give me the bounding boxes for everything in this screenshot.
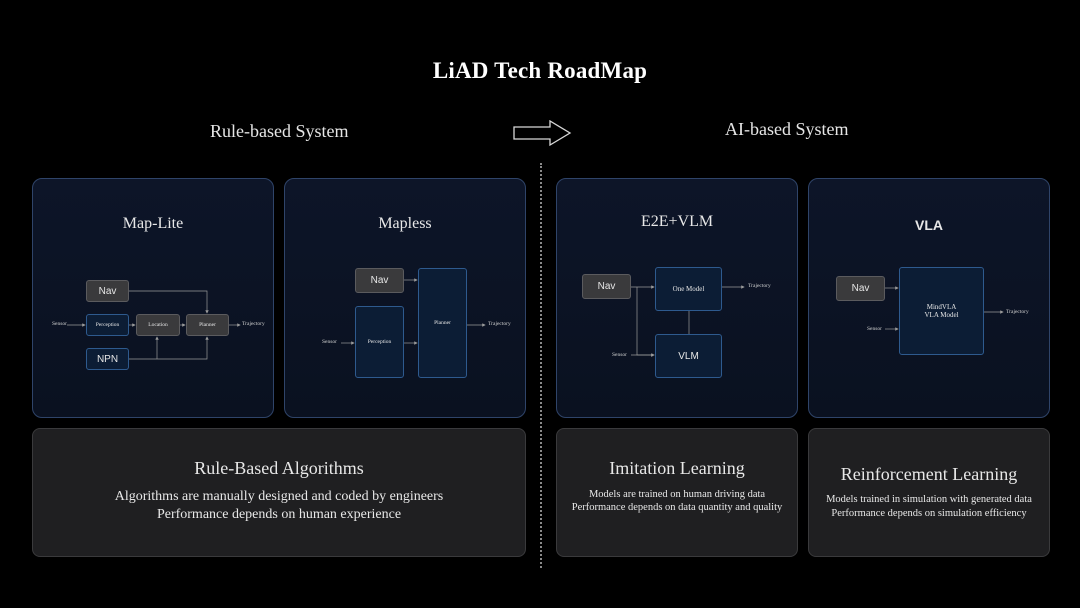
reinforcement-learning-heading: Reinforcement Learning [840,464,1018,484]
e2e-vlm-card: E2E+VLM Nav One Model Trajectory Sensor … [556,178,798,418]
mapless-trajectory-label: Trajectory [488,321,511,327]
right-arrow-outline-icon [513,120,572,147]
map-lite-location-box: Location [136,314,180,336]
map-lite-sensor-label: Sensor [52,321,67,327]
mapless-planner-box: Planner [418,268,467,378]
map-lite-card: Map-Lite Nav Sensor Perception Location … [32,178,274,418]
map-lite-nav-box: Nav [86,280,129,302]
e2e-sensor-label: Sensor [612,352,627,358]
reinforcement-learning-line1: Models trained in simulation with genera… [826,494,1032,505]
mindvla-model-box: MindVLA VLA Model [899,267,984,355]
imitation-learning-heading: Imitation Learning [609,458,745,478]
rule-based-heading: Rule-Based Algorithms [194,458,364,478]
map-lite-perception-box: Perception [86,314,129,336]
mapless-sensor-label: Sensor [322,339,337,345]
rule-based-system-label: Rule-based System [210,121,349,141]
vlm-box: VLM [655,334,722,378]
section-divider [540,163,542,568]
imitation-learning-line2: Performance depends on data quantity and… [571,502,783,513]
vla-card: VLA Nav Sensor MindVLA VLA Model Traject… [808,178,1050,418]
one-model-box: One Model [655,267,722,311]
reinforcement-learning-line2: Performance depends on simulation effici… [831,508,1027,519]
rule-based-description-panel: Rule-Based Algorithms Algorithms are man… [32,428,526,557]
mapless-title: Mapless [378,215,432,232]
mapless-nav-box: Nav [355,268,404,293]
ai-based-system-label: AI-based System [725,119,849,139]
mindvla-label: MindVLA [926,303,957,311]
map-lite-title: Map-Lite [122,215,184,232]
e2e-nav-box: Nav [582,274,631,299]
map-lite-trajectory-label: Trajectory [242,321,265,327]
reinforcement-learning-panel: Reinforcement Learning Models trained in… [808,428,1050,557]
mapless-card: Mapless Nav Sensor Perception Planner Tr… [284,178,526,418]
mapless-perception-box: Perception [355,306,404,378]
vla-nav-box: Nav [836,276,885,301]
imitation-learning-panel: Imitation Learning Models are trained on… [556,428,798,557]
rule-based-line2: Performance depends on human experience [156,507,402,522]
e2e-trajectory-label: Trajectory [748,283,771,289]
imitation-learning-line1: Models are trained on human driving data [588,489,766,500]
map-lite-npn-box: NPN [86,348,129,370]
vla-sensor-label: Sensor [867,326,882,332]
vla-model-label: VLA Model [924,311,959,319]
map-lite-planner-box: Planner [186,314,229,336]
vla-trajectory-label: Trajectory [1006,309,1029,315]
page-title: LiAD Tech RoadMap [432,58,648,83]
rule-based-line1: Algorithms are manually designed and cod… [114,489,444,504]
vla-title: VLA [915,217,943,233]
e2e-vlm-title: E2E+VLM [640,213,714,230]
